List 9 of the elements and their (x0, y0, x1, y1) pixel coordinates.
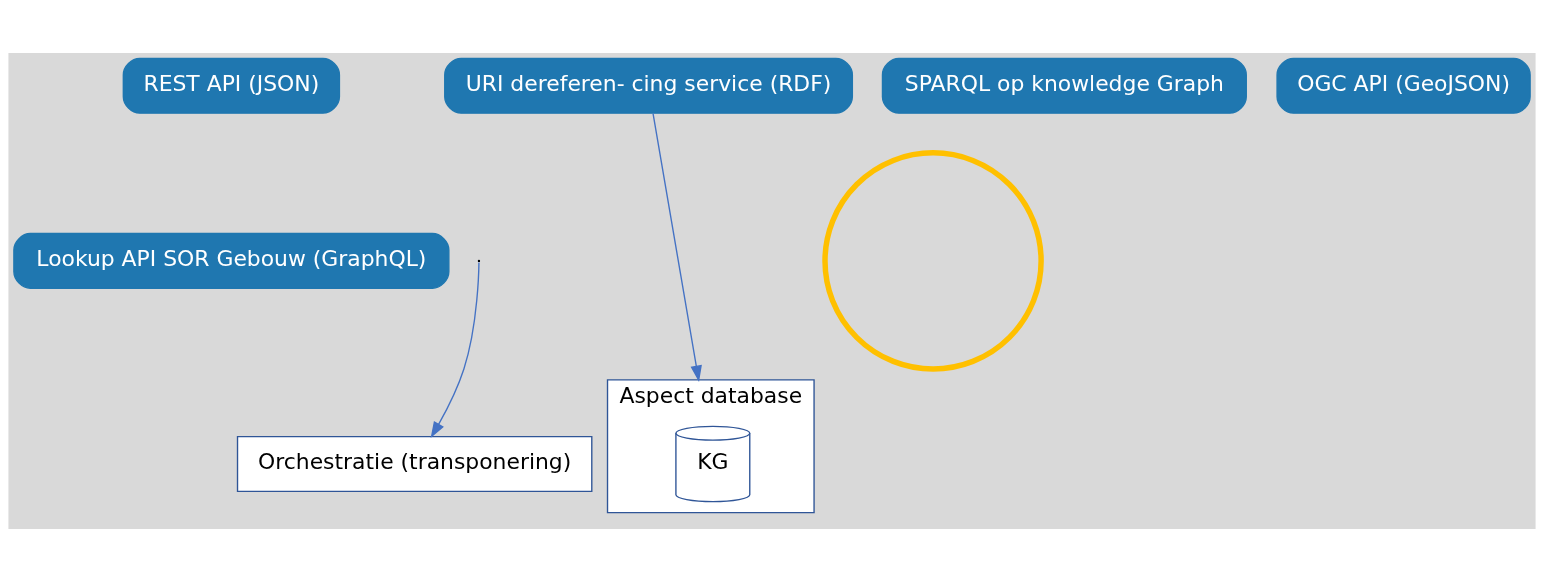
arrow (652, 112, 702, 382)
node-box: URI dereferen- cing service (RDF) (444, 57, 854, 114)
node-box: REST API (JSON) (122, 57, 341, 114)
node-box: Orchestratie (transponering) (236, 436, 593, 493)
node-box: Lookup API SOR Gebouw (GraphQL) (13, 232, 450, 289)
node-box: SPARQL op knowledge Graph (881, 57, 1247, 114)
node-circle (822, 150, 1044, 372)
node-box: OGC API (GeoJSON) (1276, 57, 1531, 114)
arrow (430, 261, 480, 439)
